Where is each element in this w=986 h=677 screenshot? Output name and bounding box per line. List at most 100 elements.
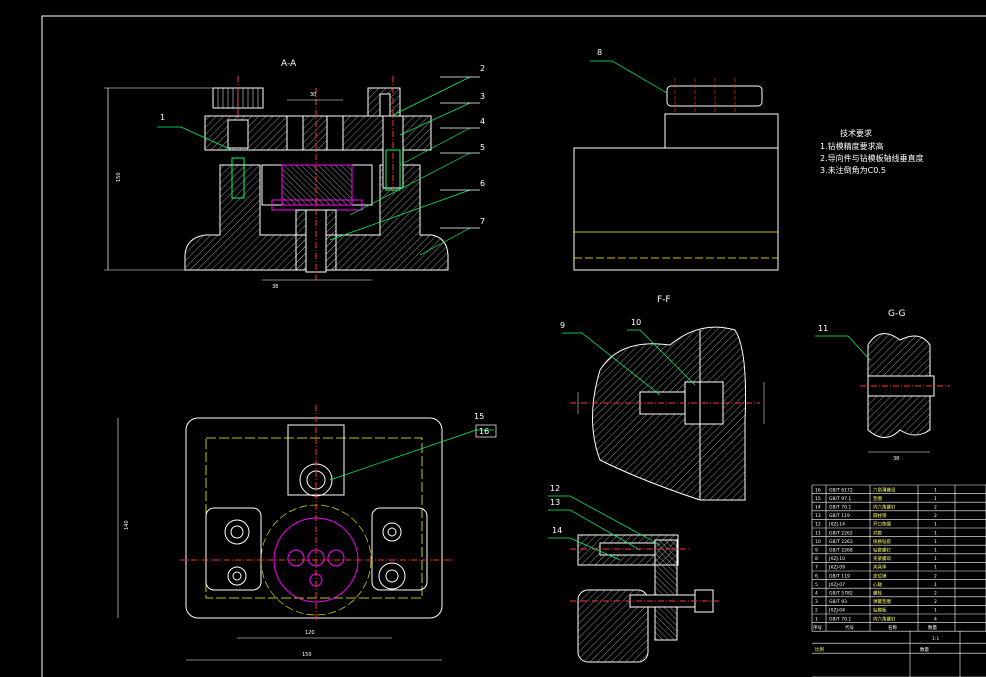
bom-header-qty: 数量 — [928, 624, 937, 631]
callout-4: 4 — [480, 117, 485, 126]
bom-row-code: GB/T 70.1 — [829, 505, 851, 511]
bom-row-name: 开口垫圈 — [873, 521, 891, 528]
callout-15: 15 — [474, 412, 484, 421]
bom-row-code: GB/T 6172 — [829, 487, 853, 493]
dim-gg-width: 38 — [893, 456, 899, 462]
sheet-border — [41, 15, 986, 677]
bom-row-no: 7 — [815, 565, 818, 571]
section-gg-view: G-G 38 11 — [815, 309, 950, 462]
bom-row-qty: 1 — [934, 530, 937, 536]
bom-row-code: GB/T 2268 — [829, 548, 853, 554]
bom-row-name: 六角薄螺母 — [873, 486, 896, 493]
bom-row-qty: 2 — [934, 599, 937, 605]
callout-12: 12 — [550, 484, 560, 493]
bom-row-code: JXZJ-10 — [828, 556, 845, 562]
bom-row-name: 衬套 — [873, 529, 882, 536]
bom-row-name: 弹簧垫圈 — [873, 598, 891, 605]
bom-row-no: 13 — [815, 513, 821, 519]
bom-row-code: GB/T 2263 — [829, 539, 853, 545]
bom-row-no: 15 — [815, 496, 821, 502]
section-ff-label: F-F — [657, 295, 671, 305]
tech-req-line-2: 2.导向件与钻模板轴线垂直度 — [820, 153, 924, 163]
bom-row-no: 16 — [815, 487, 821, 493]
bom-row-no: 9 — [815, 548, 818, 554]
bom-row-code: GB/T 2262 — [829, 530, 853, 536]
section-aa-label: A-A — [281, 59, 297, 69]
callout-16: 16 — [479, 427, 489, 436]
callout-7: 7 — [480, 217, 485, 226]
bom-row-no: 6 — [815, 573, 818, 579]
bom-row-qty: 1 — [934, 496, 937, 502]
callout-10: 10 — [631, 318, 641, 327]
bom-row-qty: 1 — [934, 608, 937, 614]
tech-req-title: 技术要求 — [840, 128, 872, 138]
dim-plan-height: 140 — [124, 520, 130, 530]
bom-row-qty: 2 — [934, 513, 937, 519]
callout-6: 6 — [480, 179, 485, 188]
callout-5: 5 — [480, 143, 485, 152]
bom-row-qty: 2 — [934, 573, 937, 579]
bom-row-no: 4 — [815, 591, 818, 597]
bom-row-code: GB/T 119 — [829, 573, 850, 579]
bom-row-no: 3 — [815, 599, 818, 605]
bom-row-no: 2 — [815, 608, 818, 614]
bom-row-qty: 2 — [934, 591, 937, 597]
bom-row-name: 夹具体 — [873, 564, 887, 571]
callout-1: 1 — [160, 113, 165, 122]
bom-row-no: 14 — [815, 505, 821, 511]
dim-top-aa: 30 — [310, 92, 316, 98]
bom-row-qty: 2 — [934, 505, 937, 511]
callout-3: 3 — [480, 92, 485, 101]
callout-9: 9 — [560, 321, 565, 330]
callout-11: 11 — [818, 324, 828, 333]
dim-plan-holes: 120 — [305, 630, 315, 636]
bom-row-name: 定位销 — [873, 572, 887, 579]
bom-row-code: JXZJ-09 — [828, 565, 845, 571]
bom-row-no: 8 — [815, 556, 818, 562]
section-gg-label: G-G — [888, 309, 906, 319]
bom-row-name: 圆柱销 — [873, 512, 887, 519]
bom-header-no: 序号 — [813, 624, 822, 631]
bom-row-name: 钻模板 — [873, 607, 887, 614]
bom-row-name: 心轴 — [873, 581, 882, 588]
callout-8: 8 — [597, 48, 602, 57]
bom-row-code: GB/T 97.1 — [829, 496, 851, 502]
bom-row-name: 夹紧螺母 — [873, 555, 891, 562]
bom-row-no: 12 — [815, 522, 821, 528]
bom-row-no: 10 — [815, 539, 821, 545]
dim-bottom-aa: 38 — [272, 284, 278, 290]
bom-row-code: JXZJ-04 — [828, 608, 845, 614]
bom-row-name: 快换钻套 — [873, 538, 891, 545]
dim-height-aa: 150 — [116, 172, 122, 182]
tech-requirements: 技术要求 1.钻模精度要求高 2.导向件与钻模板轴线垂直度 3.未注倒角为C0.… — [820, 128, 924, 175]
callout-14: 14 — [552, 526, 562, 535]
title-ratio-label: 比例 — [815, 646, 824, 653]
bom-row-qty: 1 — [934, 556, 937, 562]
bom-row-code: GB/T 70.1 — [829, 616, 851, 622]
bom-row-no: 5 — [815, 582, 818, 588]
part8-view: 8 — [573, 48, 779, 271]
bom-row-name: 垫圈 — [873, 495, 882, 502]
bom-row-code: GB/T 119 — [829, 513, 850, 519]
bom-row-name: 内六角螺钉 — [873, 504, 896, 511]
bom-header-name: 名称 — [888, 624, 897, 631]
detail-12-14-view: 12 13 14 — [548, 484, 720, 663]
bom-row-code: JXZJ-07 — [828, 582, 845, 588]
callout-2: 2 — [480, 64, 485, 73]
bom-row-qty: 1 — [934, 487, 937, 493]
bom-row-name: 钻套螺钉 — [873, 547, 891, 554]
bom-row-code: GB/T 5782 — [829, 591, 853, 597]
bom-row-no: 1 — [815, 616, 818, 622]
bom-row-qty: 1 — [934, 582, 937, 588]
bom-row-qty: 1 — [934, 565, 937, 571]
tech-req-line-1: 1.钻模精度要求高 — [820, 141, 884, 151]
section-ff-view: F-F 9 10 — [560, 295, 765, 501]
bom-row-qty: 1 — [934, 539, 937, 545]
bom-row-qty: 1 — [934, 548, 937, 554]
section-aa-view: A-A 150 — [104, 59, 485, 290]
bom-header-code: 代号 — [845, 624, 854, 631]
title-qty-label: 数量 — [920, 646, 929, 653]
bom-row-code: JXZJ-14 — [828, 522, 845, 528]
